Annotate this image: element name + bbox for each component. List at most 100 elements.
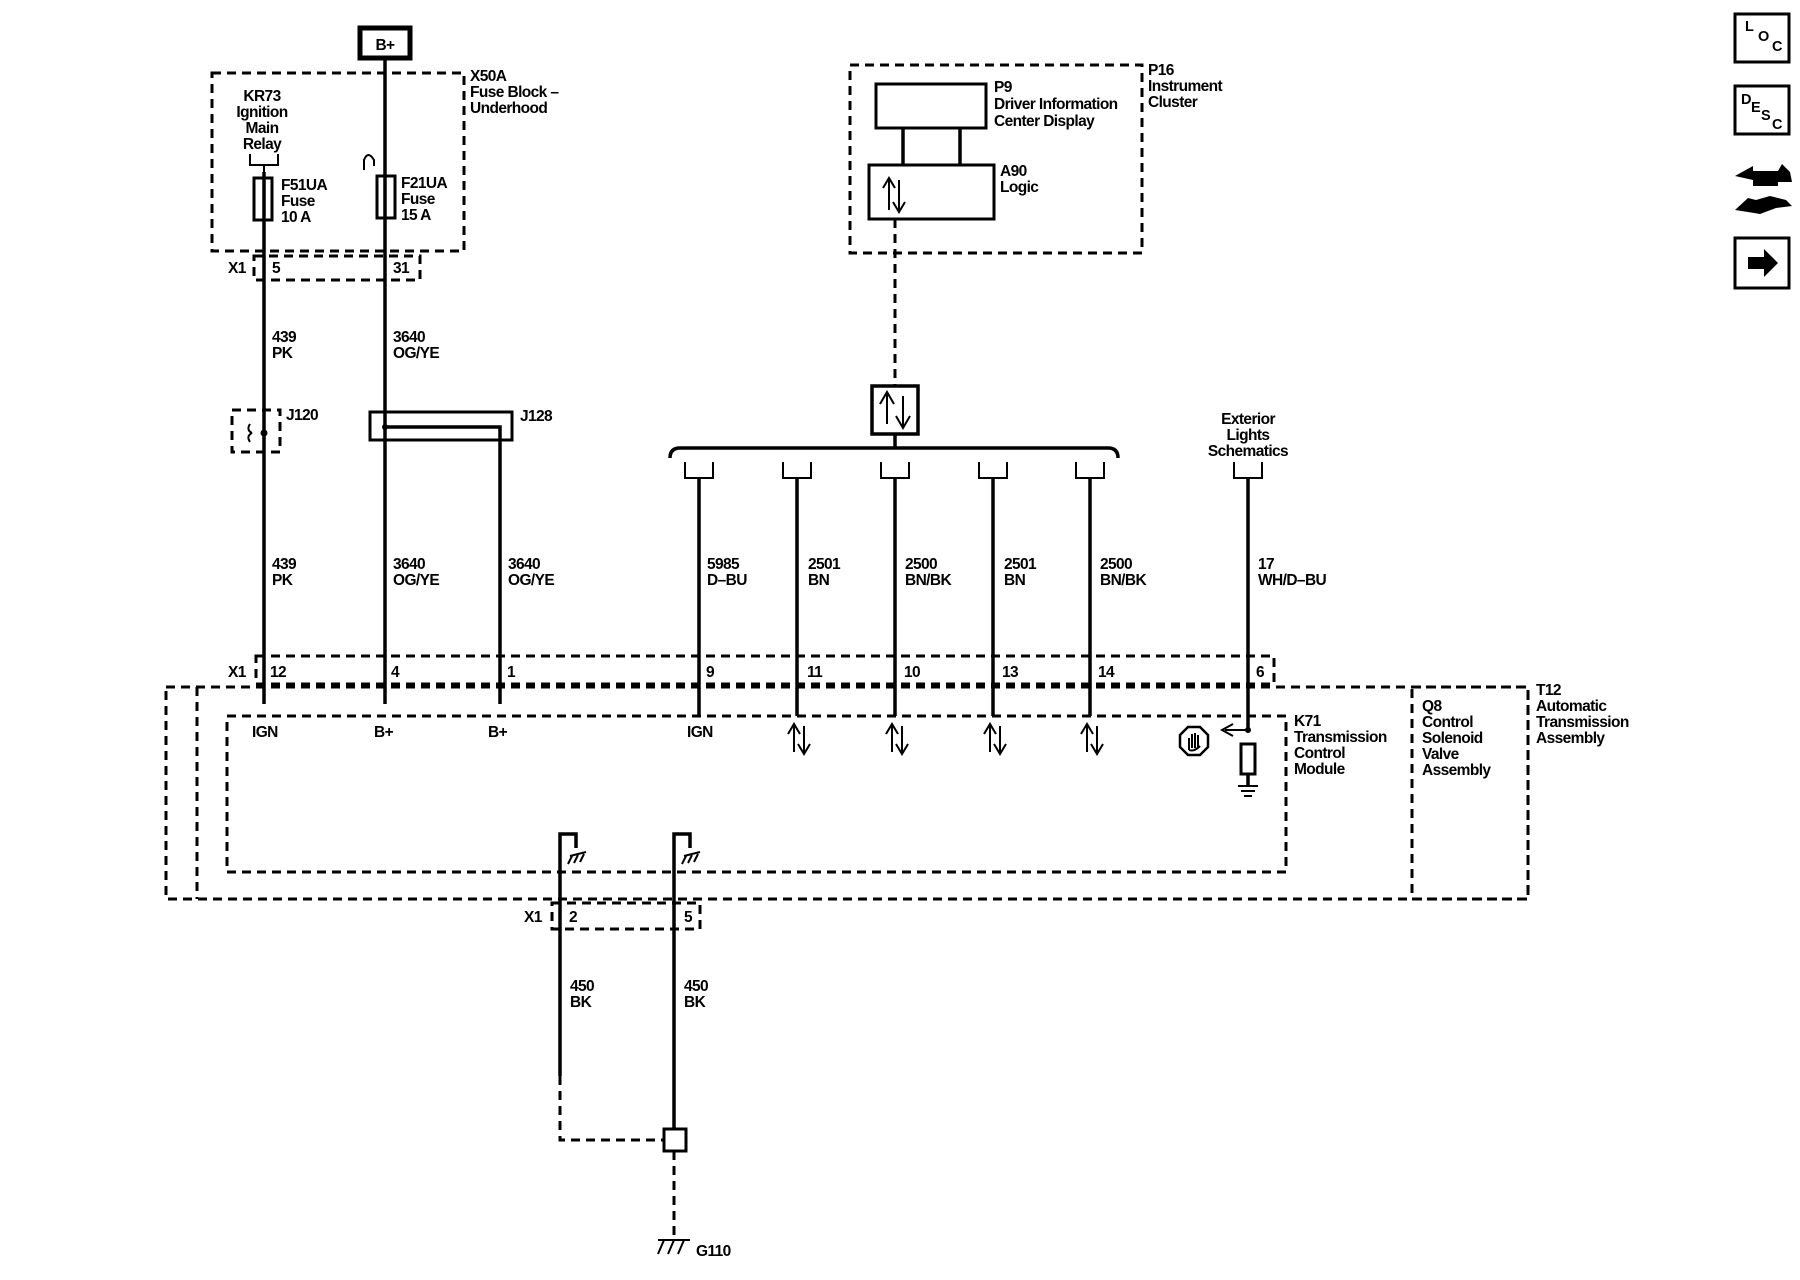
svg-text:Instrument: Instrument xyxy=(1148,78,1223,95)
fuse-block-line2: Underhood xyxy=(470,100,547,117)
svg-text:Control: Control xyxy=(1422,714,1473,731)
wire-color-3640-upper: OG/YE xyxy=(393,345,439,362)
fuse-block-id: X50A xyxy=(470,68,507,85)
svg-text:Logic: Logic xyxy=(1000,179,1039,196)
battery-power-terminal: B+ xyxy=(357,25,413,61)
svg-text:T12: T12 xyxy=(1536,682,1561,699)
svg-text:X1: X1 xyxy=(524,909,543,926)
wire-color-439-upper: PK xyxy=(272,345,294,362)
svg-text:439: 439 xyxy=(272,556,297,573)
svg-text:D: D xyxy=(1741,92,1751,108)
svg-text:K71: K71 xyxy=(1294,713,1322,730)
svg-text:15 A: 15 A xyxy=(401,207,431,224)
ground-connector-x1: X1 2 5 xyxy=(524,901,702,931)
svg-text:1: 1 xyxy=(507,664,516,681)
svg-text:E: E xyxy=(1751,100,1761,116)
transmission-control-module-k71: K71 Transmission Control Module IGN B+ B… xyxy=(225,713,1387,918)
svg-text:Center Display: Center Display xyxy=(994,113,1095,130)
fuse-f21ua: F21UA Fuse 15 A xyxy=(363,154,448,224)
svg-text:Control: Control xyxy=(1294,745,1345,762)
svg-text:Fuse: Fuse xyxy=(281,193,316,210)
power-label: B+ xyxy=(375,37,395,54)
chassis-ground-symbol xyxy=(1238,785,1258,797)
svg-text:Q8: Q8 xyxy=(1422,698,1442,715)
tcm-internal-grounds xyxy=(558,832,701,918)
svg-text:C: C xyxy=(1772,39,1783,55)
svg-text:10 A: 10 A xyxy=(281,209,311,226)
data-bus-bracket xyxy=(668,434,1120,459)
svg-text:X1: X1 xyxy=(228,260,247,277)
connector-end-view-icon[interactable] xyxy=(1735,164,1792,214)
svg-text:BN: BN xyxy=(1004,572,1026,589)
svg-text:BK: BK xyxy=(570,994,593,1011)
driver-information-display-p9: P9 Driver Information Center Display xyxy=(874,79,1118,130)
instrument-cluster-p16: P16 Instrument Cluster P9 Driver Informa… xyxy=(848,62,1223,255)
svg-text:BN/BK: BN/BK xyxy=(905,572,952,589)
svg-text:12: 12 xyxy=(270,664,286,681)
data-arrows xyxy=(787,722,1104,756)
svg-text:2: 2 xyxy=(569,909,577,926)
svg-text:Cluster: Cluster xyxy=(1148,94,1198,111)
terminal-b-plus-1: B+ xyxy=(374,724,394,741)
svg-text:11: 11 xyxy=(807,664,823,681)
fuse-block-connector-x1: X1 5 31 xyxy=(228,254,422,282)
svg-text:5: 5 xyxy=(272,260,281,277)
svg-text:Lights: Lights xyxy=(1227,427,1270,444)
terminal-b-plus-2: B+ xyxy=(488,724,508,741)
svg-text:2501: 2501 xyxy=(1004,556,1037,573)
ground-g110: G110 xyxy=(657,1239,731,1260)
svg-text:PK: PK xyxy=(272,572,294,589)
lower-wire-labels: 439 PK 3640 OG/YE 3640 OG/YE 5985 D–BU 2… xyxy=(272,556,1327,589)
svg-text:X1: X1 xyxy=(228,664,247,681)
splice-j128: J128 xyxy=(368,408,554,704)
transmission-assembly-t12: T12 Automatic Transmission Assembly xyxy=(164,682,1629,901)
svg-text:3640: 3640 xyxy=(393,556,425,573)
svg-text:6: 6 xyxy=(1256,664,1265,681)
svg-text:A90: A90 xyxy=(1000,163,1027,180)
svg-text:Main: Main xyxy=(246,120,279,137)
svg-text:Automatic: Automatic xyxy=(1536,698,1607,715)
splice-j120: J120 xyxy=(230,407,319,454)
fuse-block-x50a: X50A Fuse Block – Underhood KR73 Ignitio… xyxy=(210,68,560,282)
svg-text:13: 13 xyxy=(1002,664,1019,681)
svg-text:BN: BN xyxy=(808,572,830,589)
ground-splice xyxy=(662,1127,688,1153)
svg-text:F51UA: F51UA xyxy=(281,177,328,194)
svg-text:450: 450 xyxy=(684,978,708,995)
svg-text:O: O xyxy=(1758,29,1769,45)
svg-text:Driver Information: Driver Information xyxy=(994,96,1118,113)
svg-text:BK: BK xyxy=(684,994,707,1011)
svg-text:Assembly: Assembly xyxy=(1536,730,1605,747)
svg-text:Module: Module xyxy=(1294,761,1346,778)
description-button[interactable]: D E S C xyxy=(1733,84,1791,136)
svg-text:Valve: Valve xyxy=(1422,746,1460,763)
svg-text:OG/YE: OG/YE xyxy=(393,572,439,589)
svg-text:L: L xyxy=(1745,19,1754,35)
svg-text:Solenoid: Solenoid xyxy=(1422,730,1483,747)
svg-text:5985: 5985 xyxy=(707,556,740,573)
svg-text:3640: 3640 xyxy=(508,556,540,573)
svg-text:31: 31 xyxy=(393,260,410,277)
terminal-ign-2: IGN xyxy=(687,724,713,741)
ground-wire-labels: 450 BK 450 BK xyxy=(570,978,709,1011)
terminal-ign-1: IGN xyxy=(252,724,278,741)
svg-text:KR73: KR73 xyxy=(243,88,281,105)
svg-text:17: 17 xyxy=(1258,556,1274,573)
next-page-arrow-icon[interactable] xyxy=(1733,236,1791,290)
svg-text:BN/BK: BN/BK xyxy=(1100,572,1147,589)
svg-text:Transmission: Transmission xyxy=(1294,729,1387,746)
stop-hand-icon xyxy=(1178,725,1210,757)
exterior-lights-reference: Exterior Lights Schematics xyxy=(1208,411,1289,479)
svg-text:WH/D–BU: WH/D–BU xyxy=(1258,572,1327,589)
location-button[interactable]: L O C xyxy=(1733,12,1791,64)
svg-text:2500: 2500 xyxy=(905,556,937,573)
svg-text:P16: P16 xyxy=(1148,62,1175,79)
svg-text:10: 10 xyxy=(904,664,920,681)
svg-text:Exterior: Exterior xyxy=(1221,411,1275,428)
relay-kr73: KR73 Ignition Main Relay xyxy=(236,88,288,172)
svg-text:F21UA: F21UA xyxy=(401,175,448,192)
solenoid-valve-assembly-q8: Q8 Control Solenoid Valve Assembly xyxy=(1410,685,1530,901)
svg-text:5: 5 xyxy=(684,909,693,926)
svg-text:D–BU: D–BU xyxy=(707,572,747,589)
